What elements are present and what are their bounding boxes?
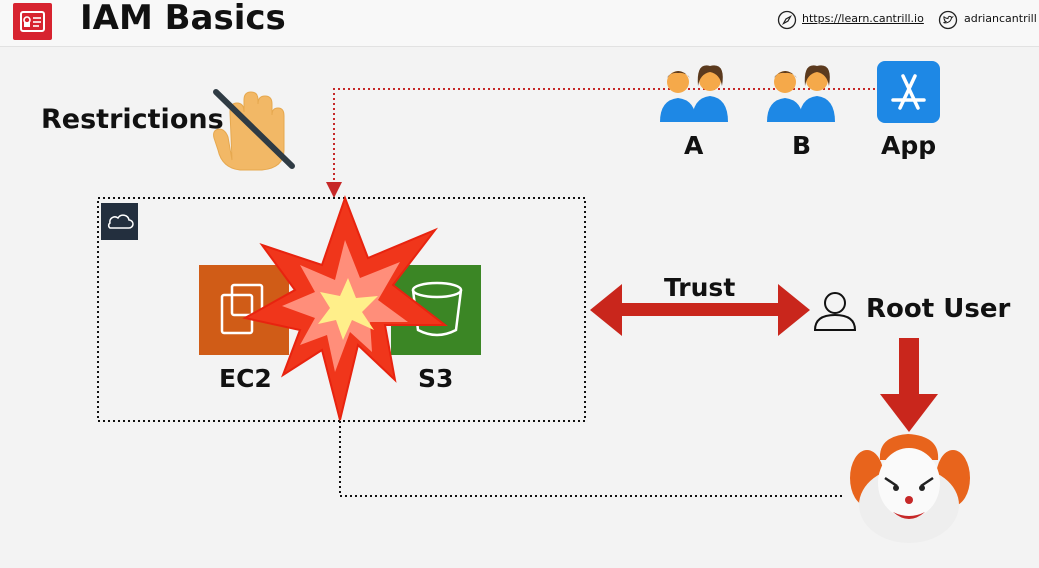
identity-a-label: A — [684, 131, 704, 160]
root-access-path — [339, 421, 845, 497]
app-store-icon — [877, 61, 940, 123]
restrictions-label: Restrictions — [41, 104, 224, 135]
page-title: IAM Basics — [80, 0, 286, 38]
clown-icon — [850, 434, 970, 543]
trust-arrow — [590, 284, 810, 336]
user-group-b-icon — [767, 65, 835, 122]
identity-app-label: App — [881, 131, 937, 160]
trust-label: Trust — [664, 273, 736, 302]
compass-icon — [777, 10, 797, 30]
user-group-a-icon — [660, 65, 728, 122]
header-bar: IAM Basics https://learn.cantrill.io adr… — [0, 0, 1039, 47]
user-icon — [813, 292, 857, 331]
root-down-arrow — [880, 338, 938, 432]
ec2-label: EC2 — [219, 364, 272, 393]
cloud-icon — [101, 203, 138, 240]
access-path — [326, 88, 880, 198]
twitter-icon — [938, 10, 958, 30]
iam-logo — [13, 3, 52, 40]
hand-icon — [213, 89, 295, 171]
twitter-handle[interactable]: adriancantrill — [964, 12, 1037, 25]
identity-b-label: B — [792, 131, 812, 160]
root-user-label: Root User — [866, 294, 1011, 324]
explosion-icon — [242, 195, 448, 421]
website-link[interactable]: https://learn.cantrill.io — [802, 12, 924, 25]
